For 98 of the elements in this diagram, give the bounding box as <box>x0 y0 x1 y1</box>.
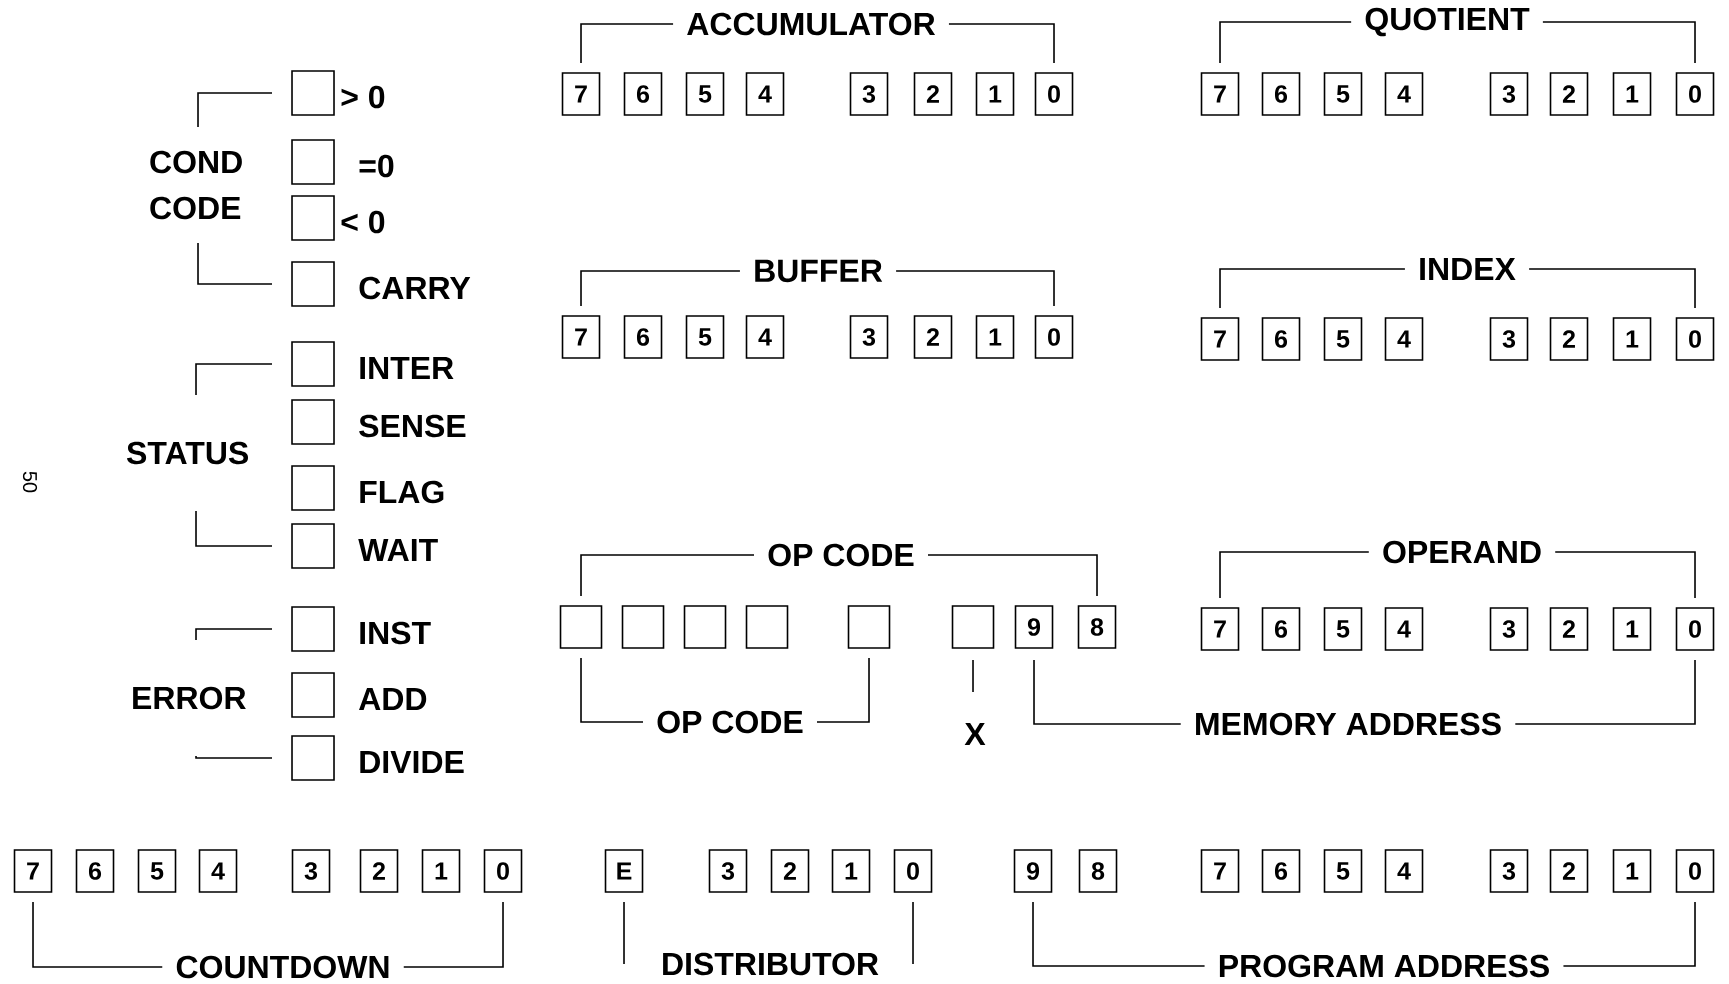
bit-box: 4 <box>1384 317 1424 361</box>
register-label: QUOTIENT <box>1365 7 1530 37</box>
indicator-label: =0 <box>359 154 394 178</box>
bit-box: 4 <box>198 849 238 893</box>
bit-box: 9 <box>1014 605 1054 649</box>
bit-box: 7 <box>1200 607 1240 651</box>
bit-box: 8 <box>1078 849 1118 893</box>
bit-box: 0 <box>1034 72 1074 116</box>
bit-box <box>683 605 727 649</box>
bit-box: 2 <box>1549 607 1589 651</box>
indicator-label: SENSE <box>359 414 466 438</box>
indicator-label: CARRY <box>359 276 471 300</box>
indicator-label: FLAG <box>360 480 444 504</box>
register-label: DISTRIBUTOR <box>663 952 879 976</box>
bit-box: 3 <box>291 849 331 893</box>
bit-box: 1 <box>1612 72 1652 116</box>
bit-box <box>847 605 891 649</box>
bit-box: 2 <box>1549 317 1589 361</box>
bit-box: 5 <box>1323 72 1363 116</box>
bit-box: 6 <box>623 315 663 359</box>
indicator-label: < 0 <box>341 210 385 234</box>
bit-box: 4 <box>745 72 785 116</box>
bit-box: 0 <box>1675 849 1715 893</box>
bit-box: 5 <box>137 849 177 893</box>
bit-box: 5 <box>1323 607 1363 651</box>
bit-box <box>621 605 665 649</box>
bit-box: 1 <box>975 315 1015 359</box>
bit-box: 4 <box>1384 849 1424 893</box>
indicator-label: > 0 <box>341 85 385 109</box>
bit-box: 3 <box>849 72 889 116</box>
bit-box <box>745 605 789 649</box>
indicator-label: INTER <box>360 357 454 379</box>
bit-box: 4 <box>1384 72 1424 116</box>
bit-box: 6 <box>623 72 663 116</box>
bit-box: 3 <box>708 849 748 893</box>
bit-box: 1 <box>1612 849 1652 893</box>
bit-box: 7 <box>1200 849 1240 893</box>
bit-box: 0 <box>1675 317 1715 361</box>
bit-box: 4 <box>1384 607 1424 651</box>
bit-box: 9 <box>1013 849 1053 893</box>
indicator-label: ADD <box>359 688 427 710</box>
bit-box: 6 <box>1261 849 1301 893</box>
bit-box: 2 <box>770 849 810 893</box>
bit-box: 7 <box>1200 72 1240 116</box>
register-label: INDEX <box>1420 258 1516 280</box>
bit-box: 5 <box>1323 849 1363 893</box>
bit-box: 7 <box>1200 317 1240 361</box>
register-label: ACCUMULATOR <box>687 12 936 36</box>
bit-box: 4 <box>745 315 785 359</box>
bit-box: 6 <box>1261 72 1301 116</box>
bit-box: 0 <box>1675 607 1715 651</box>
bit-box: 1 <box>831 849 871 893</box>
register-label: BUFFER <box>755 259 883 283</box>
bit-box: 3 <box>1489 72 1529 116</box>
bit-box: 2 <box>359 849 399 893</box>
register-label: COUNTDOWN <box>176 955 389 979</box>
bit-box: 5 <box>685 315 725 359</box>
register-label: OPERAND <box>1383 540 1541 564</box>
register-label: PROGRAM ADDRESS <box>1219 954 1549 978</box>
bit-box: 1 <box>1612 607 1652 651</box>
group-label: ERROR <box>133 686 246 710</box>
bit-box: 6 <box>75 849 115 893</box>
bit-box: 3 <box>849 315 889 359</box>
bit-box <box>559 605 603 649</box>
bit-box: 5 <box>685 72 725 116</box>
bit-box: 2 <box>1549 849 1589 893</box>
bit-box: 3 <box>1489 317 1529 361</box>
register-label: X <box>964 723 986 745</box>
bit-box: 0 <box>893 849 933 893</box>
bit-box: 0 <box>1034 315 1074 359</box>
bit-box: 6 <box>1261 317 1301 361</box>
page-number: 50 <box>22 471 38 493</box>
group-label: COND CODE <box>150 150 242 220</box>
bit-box: 1 <box>975 72 1015 116</box>
bit-box: 7 <box>561 315 601 359</box>
bit-box: 1 <box>421 849 461 893</box>
bit-box: 3 <box>1489 607 1529 651</box>
bit-box: E <box>604 849 644 893</box>
bit-box: 7 <box>13 849 53 893</box>
bit-box: 0 <box>483 849 523 893</box>
bit-box: 6 <box>1261 607 1301 651</box>
bit-box: 0 <box>1675 72 1715 116</box>
bit-box: 3 <box>1489 849 1529 893</box>
bit-box: 8 <box>1077 605 1117 649</box>
bit-box: 1 <box>1612 317 1652 361</box>
bit-box: 2 <box>1549 72 1589 116</box>
bit-box: 7 <box>561 72 601 116</box>
indicator-label: WAIT <box>358 539 438 561</box>
bit-box: 2 <box>913 72 953 116</box>
register-label: OP CODE <box>657 710 803 734</box>
indicator-label: DIVIDE <box>360 751 464 773</box>
bit-box <box>951 605 995 649</box>
register-label: OP CODE <box>768 543 914 567</box>
bit-box: 5 <box>1323 317 1363 361</box>
group-label: STATUS <box>126 441 248 465</box>
bit-box: 2 <box>913 315 953 359</box>
indicator-label: INST <box>360 621 431 645</box>
register-label: MEMORY ADDRESS <box>1196 712 1501 736</box>
